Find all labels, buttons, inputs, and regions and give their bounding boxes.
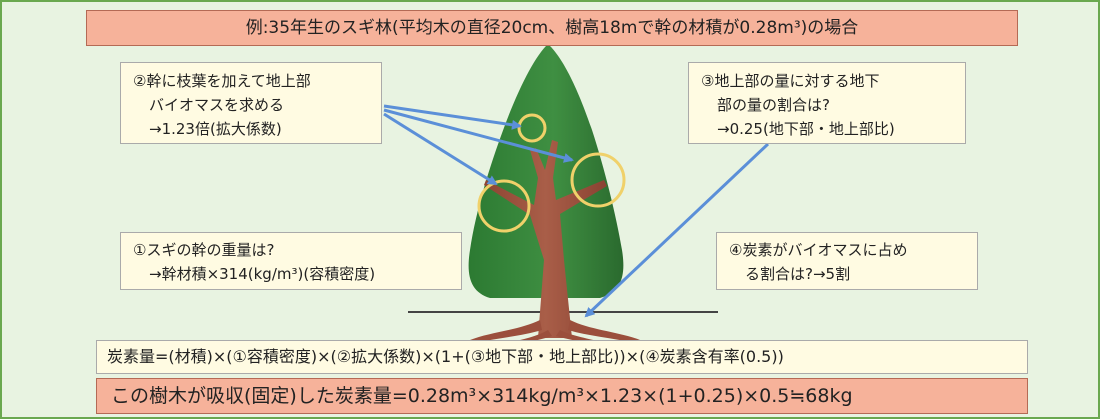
note4-line1: ④炭素がバイオマスに占め bbox=[729, 241, 908, 259]
carbon-formula-text: 炭素量=(材積)×(①容積密度)×(②拡大係数)×(1+(③地下部・地上部比))… bbox=[107, 347, 784, 366]
note-aboveground-biomass: ②幹に枝葉を加えて地上部 バイオマスを求める →1.23倍(拡大係数) bbox=[120, 62, 382, 144]
highlight-circle-right bbox=[570, 152, 626, 208]
note2-line3: →1.23倍(拡大係数) bbox=[149, 120, 282, 138]
carbon-result: この樹木が吸収(固定)した炭素量=0.28m³×314kg/m³×1.23×(1… bbox=[96, 378, 1028, 414]
arrow-note2-to-top bbox=[383, 104, 522, 130]
tree-trunk bbox=[484, 140, 607, 338]
note1-line2: →幹材積×314(kg/m³)(容積密度) bbox=[149, 265, 376, 283]
note1-line1: ①スギの幹の重量は? bbox=[133, 241, 275, 259]
carbon-result-text: この樹木が吸収(固定)した炭素量=0.28m³×314kg/m³×1.23×(1… bbox=[111, 385, 853, 407]
example-title: 例:35年生のスギ林(平均木の直径20cm、樹高18mで幹の材積が0.28m³)… bbox=[86, 10, 1018, 46]
arrow-note2-to-right bbox=[383, 108, 574, 163]
arrow-note3-to-roots bbox=[584, 142, 770, 318]
arrow-note2-to-left bbox=[383, 112, 498, 186]
note-belowground-ratio: ③地上部の量に対する地下 部の量の割合は? →0.25(地下部・地上部比) bbox=[688, 62, 966, 144]
carbon-formula: 炭素量=(材積)×(①容積密度)×(②拡大係数)×(1+(③地下部・地上部比))… bbox=[96, 340, 1028, 374]
example-title-text: 例:35年生のスギ林(平均木の直径20cm、樹高18mで幹の材積が0.28m³)… bbox=[245, 18, 859, 38]
note2-line1: ②幹に枝葉を加えて地上部 bbox=[133, 72, 311, 90]
tree-roots bbox=[470, 320, 640, 344]
note2-line2: バイオマスを求める bbox=[149, 96, 285, 114]
note-trunk-weight: ①スギの幹の重量は? →幹材積×314(kg/m³)(容積密度) bbox=[120, 232, 462, 290]
note3-line3: →0.25(地下部・地上部比) bbox=[717, 120, 895, 138]
note3-line2: 部の量の割合は? bbox=[717, 96, 830, 114]
note-carbon-fraction: ④炭素がバイオマスに占め る割合は?→5割 bbox=[716, 232, 978, 290]
highlight-circle-left bbox=[477, 179, 531, 233]
note4-line2: る割合は?→5割 bbox=[745, 265, 851, 283]
note3-line1: ③地上部の量に対する地下 bbox=[701, 72, 880, 90]
